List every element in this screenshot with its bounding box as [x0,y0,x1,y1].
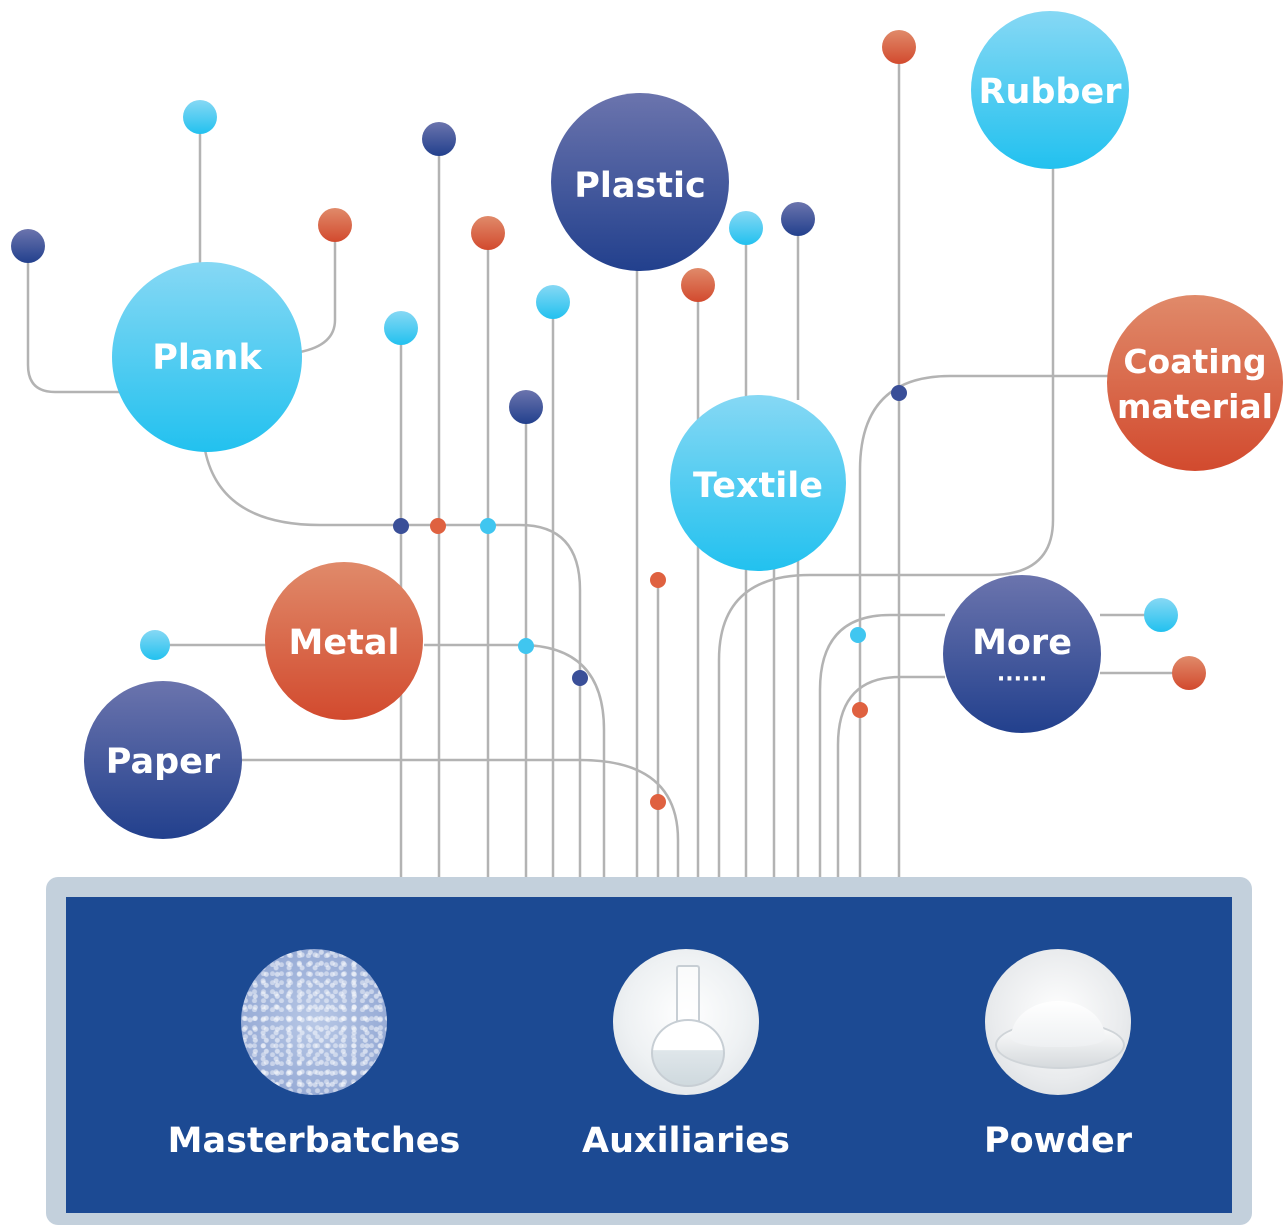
product-auxiliaries: Auxiliaries [536,949,836,1161]
junction-dot [650,794,666,810]
dot [781,202,815,236]
dot [509,390,543,424]
bubble-plastic: Plastic [551,93,729,271]
bubble-label-more-dots: ······ [997,667,1047,692]
blue-granules-photo [241,949,387,1095]
bubble-label-plank: Plank [152,338,262,378]
junction-dot [850,627,866,643]
dot [11,229,45,263]
junction-dot [430,518,446,534]
bubble-coating-material: Coating material [1107,295,1283,471]
bubble-textile: Textile [670,395,846,571]
dot [1144,598,1178,632]
junction-dot [852,702,868,718]
product-label-masterbatches: Masterbatches [167,1121,461,1161]
junction-dot [393,518,409,534]
dot [422,122,456,156]
decorative-dots [11,30,1206,810]
bubble-plank: Plank [112,262,302,452]
product-masterbatches: Masterbatches [164,949,464,1161]
flask-bulb [651,1019,725,1087]
dot [681,268,715,302]
bubble-metal: Metal [265,562,423,720]
dot [729,211,763,245]
product-powder: Powder [908,949,1208,1161]
junction-dot [650,572,666,588]
junction-dot [891,385,907,401]
junction-dot [480,518,496,534]
dot [183,100,217,134]
flask-photo [613,949,759,1095]
bubble-label-metal: Metal [289,623,400,663]
dot [471,216,505,250]
bubble-label-paper: Paper [106,742,221,782]
bubble-label-coating-line2: material [1117,387,1273,426]
dot [384,311,418,345]
dot [536,285,570,319]
bubble-label-coating-line1: Coating [1123,342,1266,381]
bubble-label-rubber: Rubber [979,72,1123,112]
junction-dot [518,638,534,654]
connector-lines [26,48,1188,880]
bubble-label-textile: Textile [693,466,823,506]
products-panel: Masterbatches Auxiliaries Powder [66,897,1232,1213]
product-label-auxiliaries: Auxiliaries [581,1121,791,1161]
bubble-paper: Paper [84,681,242,839]
bubble-label-plastic: Plastic [574,166,706,206]
white-powder-photo [985,949,1131,1095]
bubble-more: More ······ [943,575,1101,733]
bubble-label-more: More [972,623,1072,663]
dot [318,208,352,242]
dot [140,630,170,660]
dot [882,30,916,64]
bubble-rubber: Rubber [971,11,1129,169]
junction-dot [572,670,588,686]
product-label-powder: Powder [983,1121,1133,1161]
dot [1172,656,1206,690]
powder-pile [1011,1001,1105,1047]
